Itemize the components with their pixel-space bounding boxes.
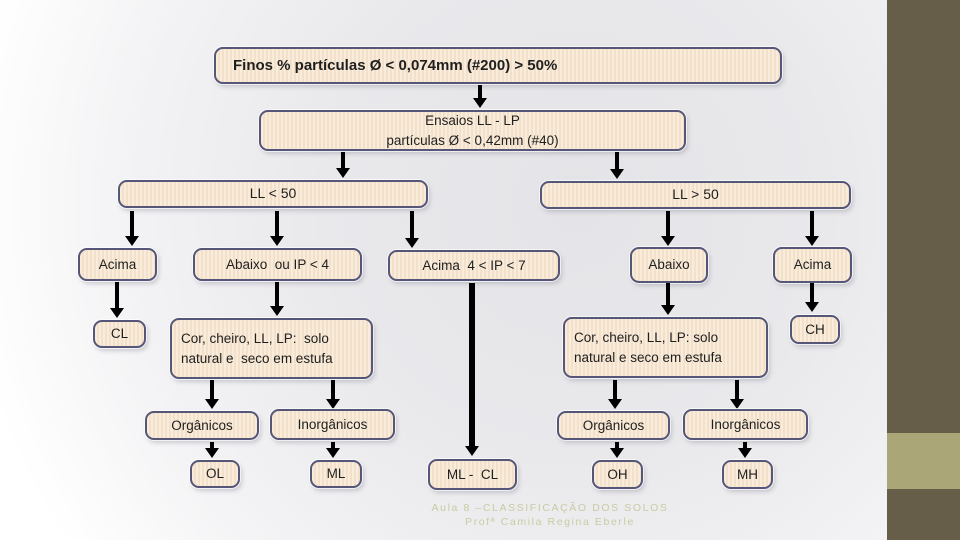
node-ll-gt-50: LL > 50 — [540, 181, 851, 209]
node-acima-right: Acima — [773, 247, 852, 283]
flow-arrow-acima-ch — [805, 283, 819, 312]
flow-arrow-ensaios-ll-lt50 — [336, 152, 350, 178]
node-ll-lt-50: LL < 50 — [118, 180, 428, 208]
sidebar-accent-band — [887, 433, 960, 489]
node-mh: MH — [722, 460, 773, 489]
flow-arrow-ll-gt50-abaixo — [661, 211, 675, 246]
node-cor-cheiro-right: Cor, cheiro, LL, LP: solo natural e seco… — [563, 317, 768, 378]
node-inorganicos-right: Inorgânicos — [683, 409, 808, 440]
node-finos: Finos % partículas Ø < 0,074mm (#200) > … — [214, 47, 782, 84]
node-acima-4ip7: Acima 4 < IP < 7 — [388, 250, 560, 281]
flow-arrow-abaixo-cor-right — [661, 283, 675, 315]
flow-arrow-cor-organicos-right — [608, 380, 622, 409]
flow-arrow-ll-lt50-abaixo — [270, 211, 284, 246]
slide-footer: Aula 8 –CLASSIFICAÇÃO DOS SOLOS Profª Ca… — [320, 501, 780, 529]
flow-arrow-finos-ensaios — [473, 85, 487, 108]
node-organicos-left: Orgânicos — [145, 411, 259, 440]
flow-arrow-acima-cl — [110, 282, 124, 318]
node-ch: CH — [790, 315, 840, 344]
node-ml-cl: ML - CL — [428, 459, 517, 490]
node-cor-cheiro-left: Cor, cheiro, LL, LP: solo natural e seco… — [170, 318, 373, 379]
flow-arrow-ll-lt50-acima — [125, 211, 139, 246]
footer-lesson-title: Aula 8 –CLASSIFICAÇÃO DOS SOLOS — [431, 502, 669, 514]
flow-arrow-ensaios-ll-gt50 — [610, 152, 624, 179]
flow-arrow-organicos-oh — [610, 442, 624, 458]
node-oh: OH — [592, 460, 643, 489]
footer-professor: Profª Camila Regina Eberle — [465, 516, 635, 529]
node-ensaios: Ensaios LL - LP partículas Ø < 0,42mm (#… — [259, 110, 686, 151]
flow-arrow-cor-inorganicos-left — [326, 380, 340, 409]
node-abaixo-ip4: Abaixo ou IP < 4 — [193, 248, 362, 281]
node-cl: CL — [93, 320, 146, 348]
flow-arrow-ll-gt50-acima — [805, 211, 819, 246]
flow-arrow-abaixo-cor-left — [270, 282, 284, 316]
node-abaixo-right: Abaixo — [630, 247, 708, 283]
node-ml: ML — [310, 460, 362, 488]
flow-arrow-organicos-ol — [205, 442, 219, 458]
flow-arrow-ll-lt50-acima4ip7 — [405, 211, 419, 248]
node-ol: OL — [190, 460, 240, 488]
flow-arrow-inorganicos-mh — [738, 442, 752, 458]
flow-arrow-cor-inorganicos-right — [730, 380, 744, 409]
node-acima-left: Acima — [78, 248, 157, 281]
flow-arrow-inorganicos-ml — [326, 442, 340, 458]
node-inorganicos-left: Inorgânicos — [270, 409, 395, 440]
node-organicos-right: Orgânicos — [557, 411, 670, 440]
flow-arrow-cor-organicos-left — [205, 380, 219, 409]
flow-arrow-acima4ip7-mlcl — [465, 283, 479, 456]
